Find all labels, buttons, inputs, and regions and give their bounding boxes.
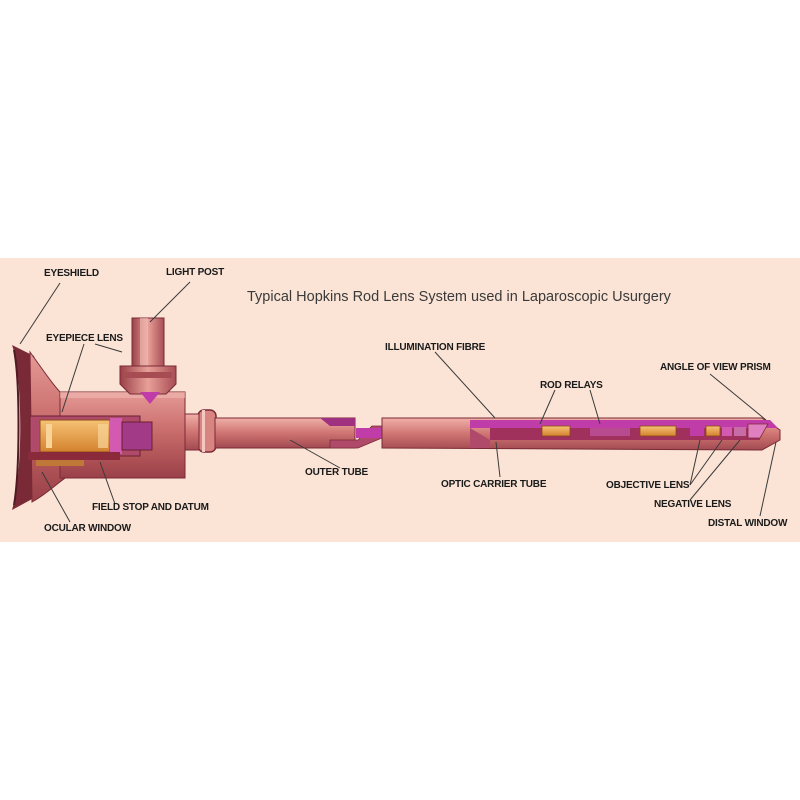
label-objective-lens: OBJECTIVE LENS: [606, 480, 690, 491]
rod-relay-1: [541, 425, 571, 437]
label-illumination-fibre: ILLUMINATION FIBRE: [385, 342, 486, 353]
rod-relay-2: [639, 425, 677, 437]
label-negative-lens: NEGATIVE LENS: [654, 499, 732, 510]
diagram-title: Typical Hopkins Rod Lens System used in …: [247, 289, 671, 305]
label-distal-window: DISTAL WINDOW: [708, 518, 788, 529]
leader-lines: [19, 281, 777, 523]
label-light-post: LIGHT POST: [166, 267, 225, 278]
negative-lens-shape: [734, 427, 746, 436]
label-rod-relays: ROD RELAYS: [540, 380, 603, 391]
prism-shape: [747, 423, 769, 439]
label-angle-of-view-prism: ANGLE OF VIEW PRISM: [660, 362, 771, 373]
collar-ring: [197, 409, 217, 453]
label-field-stop-and-datum: FIELD STOP AND DATUM: [92, 502, 209, 513]
label-optic-carrier-tube: OPTIC CARRIER TUBE: [441, 479, 547, 490]
label-ocular-window: OCULAR WINDOW: [44, 523, 131, 534]
label-outer-tube: OUTER TUBE: [305, 467, 369, 478]
objective-lens-shape: [705, 425, 721, 437]
illumination-fibre-shape: [470, 420, 778, 428]
label-eyeshield: EYESHIELD: [44, 268, 99, 279]
label-eyepiece-lens: EYEPIECE LENS: [46, 333, 123, 344]
